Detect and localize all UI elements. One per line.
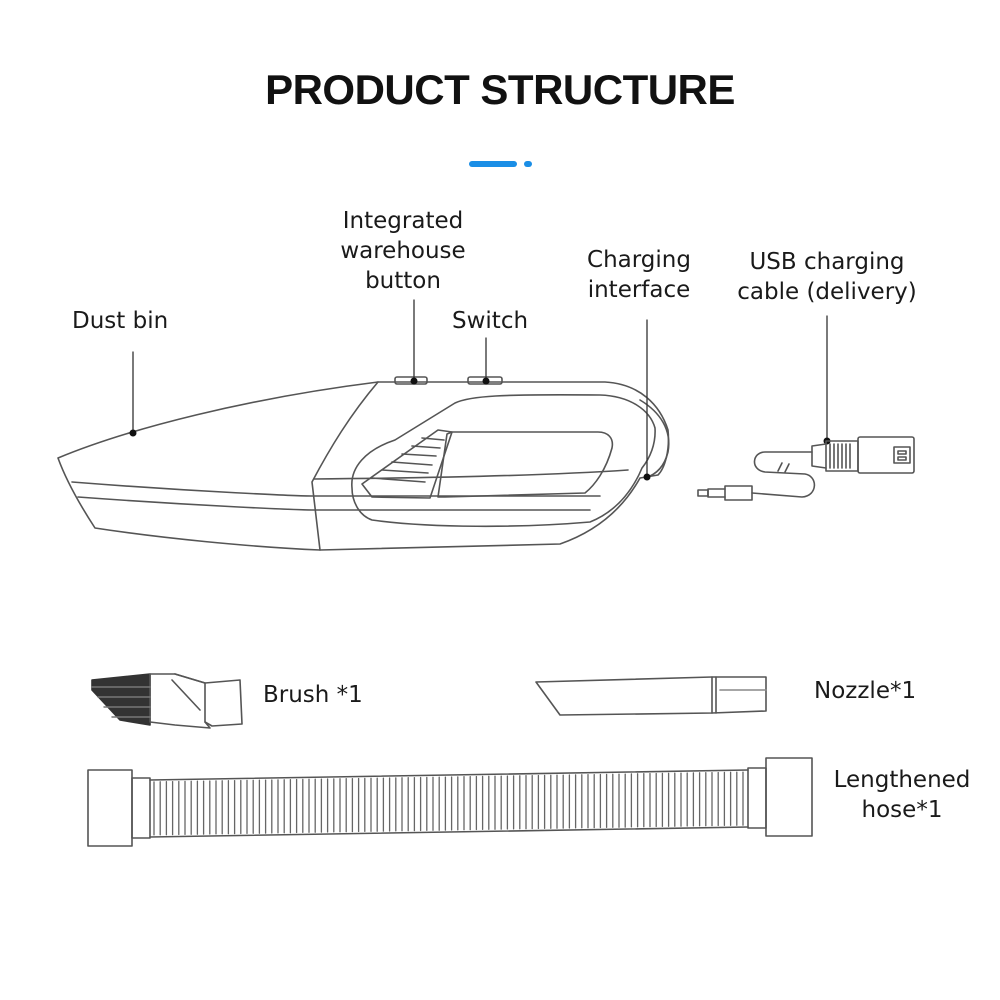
accent-bar-dot [524, 161, 532, 167]
usb-cable [697, 436, 915, 501]
vacuum-body [57, 376, 670, 551]
label-line: warehouse [340, 238, 466, 264]
label-line: interface [587, 277, 691, 303]
page-title: PRODUCT STRUCTURE [265, 66, 735, 113]
callout-dots [129, 377, 831, 481]
hose-attachment [87, 757, 813, 847]
label-line: Integrated [342, 208, 464, 234]
label-line: cable (delivery) [737, 279, 917, 305]
label-brush: Brush *1 [263, 682, 363, 708]
label-line: button [365, 268, 441, 294]
label-usb-charging-cable: USB charging cable (delivery) [732, 247, 922, 307]
label-charging-interface: Charging interface [578, 245, 700, 305]
label-line: hose*1 [861, 797, 943, 823]
label-nozzle: Nozzle*1 [814, 678, 917, 704]
label-switch: Switch [452, 308, 529, 334]
label-lengthened-hose: Lengthened hose*1 [830, 765, 974, 825]
label-line: USB charging [749, 249, 905, 275]
label-integrated-warehouse-button: Integrated warehouse button [333, 206, 473, 296]
label-dust-bin: Dust bin [72, 308, 169, 334]
callout-lines [132, 299, 828, 477]
accent-bar-long [469, 161, 517, 167]
brush-attachment [91, 673, 243, 729]
label-line: Lengthened [833, 767, 971, 793]
label-line: Charging [587, 247, 691, 273]
nozzle-attachment [535, 676, 767, 716]
